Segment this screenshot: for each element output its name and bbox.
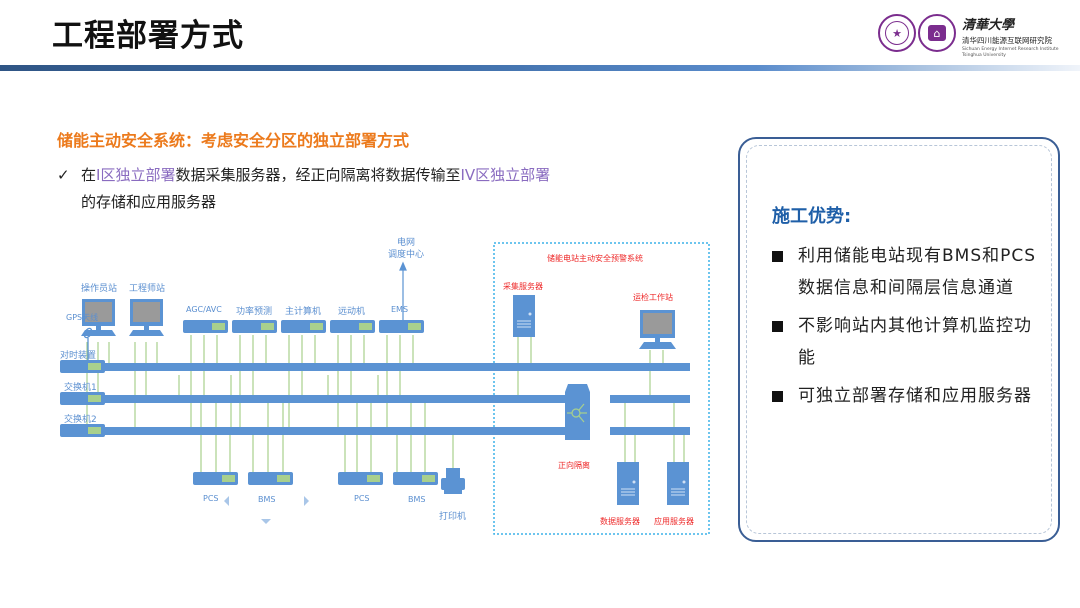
engineer-station-icon xyxy=(129,299,164,336)
bullet-line-1: ✓ 在I区独立部署数据采集服务器，经正向隔离将数据传输至IV区独立部署 xyxy=(57,162,657,189)
square-bullet-icon xyxy=(772,310,798,374)
bus-switch2 xyxy=(105,427,585,435)
printer-label: 打印机 xyxy=(439,512,467,522)
network-buses xyxy=(105,363,690,435)
advantages-title: 施工优势: xyxy=(772,206,852,227)
university-logo: ★ ⌂ 清華大學 清华四川能源互联网研究院 Sichuan Energy Int… xyxy=(876,12,1076,58)
advantages-list: 利用储能电站现有BMS和PCS数据信息和间隔层信息通道 不影响站内其他计算机监控… xyxy=(772,240,1042,419)
bus-switch2-right xyxy=(610,427,690,435)
warning-system-border xyxy=(493,242,710,535)
operator-station-label: 操作员站 xyxy=(81,284,118,294)
collect-server-icon xyxy=(513,295,535,337)
panel-inner-border xyxy=(746,145,1052,534)
highlighted-text: IV区独立部署 xyxy=(460,166,551,184)
deployment-bullet: ✓ 在I区独立部署数据采集服务器，经正向隔离将数据传输至IV区独立部署 的存储和应… xyxy=(57,162,657,216)
bus-switch1-right xyxy=(610,395,690,403)
device-label-ems: EMS xyxy=(391,305,409,314)
warning-system-label: 储能电站主动安全预警系统 xyxy=(547,254,643,263)
down-arrow-icon xyxy=(261,519,271,524)
bottom-label-pcs-1: PCS xyxy=(203,494,219,503)
network-diagram: 电网 调度中心 GPS天线 对时装置 交换机1 交换机2 操作员站 工程师站 A… xyxy=(55,232,715,542)
bottom-label-pcs-2: PCS xyxy=(354,494,370,503)
bullet-line-2: 的存储和应用服务器 xyxy=(81,193,217,211)
gps-label: GPS天线 xyxy=(66,313,99,322)
bottom-label-bms-2: BMS xyxy=(408,495,426,504)
bullet-text-segment: 数据采集服务器，经正向隔离将数据传输至 xyxy=(175,166,461,184)
data-server-label: 数据服务器 xyxy=(600,517,640,526)
highlighted-text: I区独立部署 xyxy=(96,166,176,184)
square-bullet-icon xyxy=(772,240,798,304)
logo-line-2: 清华四川能源互联网研究院 xyxy=(962,36,1052,45)
square-bullet-icon xyxy=(772,380,798,413)
device-label-main-computer: 主计算机 xyxy=(285,307,322,317)
time-sync-label: 对时装置 xyxy=(60,351,97,361)
left-switches xyxy=(60,360,105,437)
advantage-text: 不影响站内其他计算机监控功能 xyxy=(798,316,1032,368)
operator-station-icon xyxy=(81,299,116,336)
header-divider xyxy=(0,65,1080,71)
forward-isolation-icon xyxy=(565,384,590,440)
grid-label-line1: 电网 xyxy=(397,238,416,248)
app-server-icon xyxy=(667,462,689,505)
logo-line-3: Sichuan Energy Internet Research Institu… xyxy=(962,47,1059,52)
diagram-graphics xyxy=(60,242,710,535)
bus-time-sync xyxy=(105,363,690,371)
advantage-item: 不影响站内其他计算机监控功能 xyxy=(772,310,1042,374)
isolation-label: 正向隔离 xyxy=(558,461,590,470)
grid-label-line2: 调度中心 xyxy=(388,250,425,260)
bus-switch1 xyxy=(105,395,585,403)
tsinghua-seal-icon: ★ xyxy=(878,14,916,52)
section-subtitle: 储能主动安全系统：考虑安全分区的独立部署方式 xyxy=(57,131,410,150)
printer-icon xyxy=(441,468,465,494)
logo-text: 清華大學 清华四川能源互联网研究院 Sichuan Energy Interne… xyxy=(962,14,1059,58)
logo-line-1: 清華大學 xyxy=(962,18,1015,33)
bottom-label-bms-1: BMS xyxy=(258,495,276,504)
next-arrow-icon xyxy=(304,496,309,506)
advantage-item: 可独立部署存储和应用服务器 xyxy=(772,380,1042,413)
maintenance-station-label: 运检工作站 xyxy=(633,293,673,302)
device-label-agc: AGC/AVC xyxy=(186,305,222,314)
advantage-item: 利用储能电站现有BMS和PCS数据信息和间隔层信息通道 xyxy=(772,240,1042,304)
switch2-label: 交换机2 xyxy=(64,415,97,425)
logo-line-4: Tsinghua University xyxy=(962,53,1006,58)
uplink-arrow xyxy=(399,261,407,320)
bullet-text: 在I区独立部署数据采集服务器，经正向隔离将数据传输至IV区独立部署 xyxy=(81,166,550,184)
app-server-label: 应用服务器 xyxy=(654,517,694,526)
data-server-icon xyxy=(617,462,639,505)
engineer-station-label: 工程师站 xyxy=(129,284,166,294)
page-title: 工程部署方式 xyxy=(52,18,244,54)
collect-server-label: 采集服务器 xyxy=(503,282,543,291)
device-label-power-forecast: 功率预测 xyxy=(236,307,273,317)
advantages-panel xyxy=(738,137,1060,542)
grid-dispatch-label: 电网 调度中心 xyxy=(388,237,424,261)
institute-seal-icon: ⌂ xyxy=(918,14,956,52)
check-icon: ✓ xyxy=(57,166,70,184)
switch1-label: 交换机1 xyxy=(64,383,97,393)
maintenance-station-icon xyxy=(639,310,676,349)
nav-arrows xyxy=(224,496,309,524)
link-lines xyxy=(86,317,685,472)
bullet-text-segment: 在 xyxy=(81,166,97,184)
advantage-text: 利用储能电站现有BMS和PCS数据信息和间隔层信息通道 xyxy=(798,246,1037,298)
advantage-text: 可独立部署存储和应用服务器 xyxy=(798,386,1032,406)
device-label-remote: 远动机 xyxy=(338,307,366,317)
prev-arrow-icon xyxy=(224,496,229,506)
